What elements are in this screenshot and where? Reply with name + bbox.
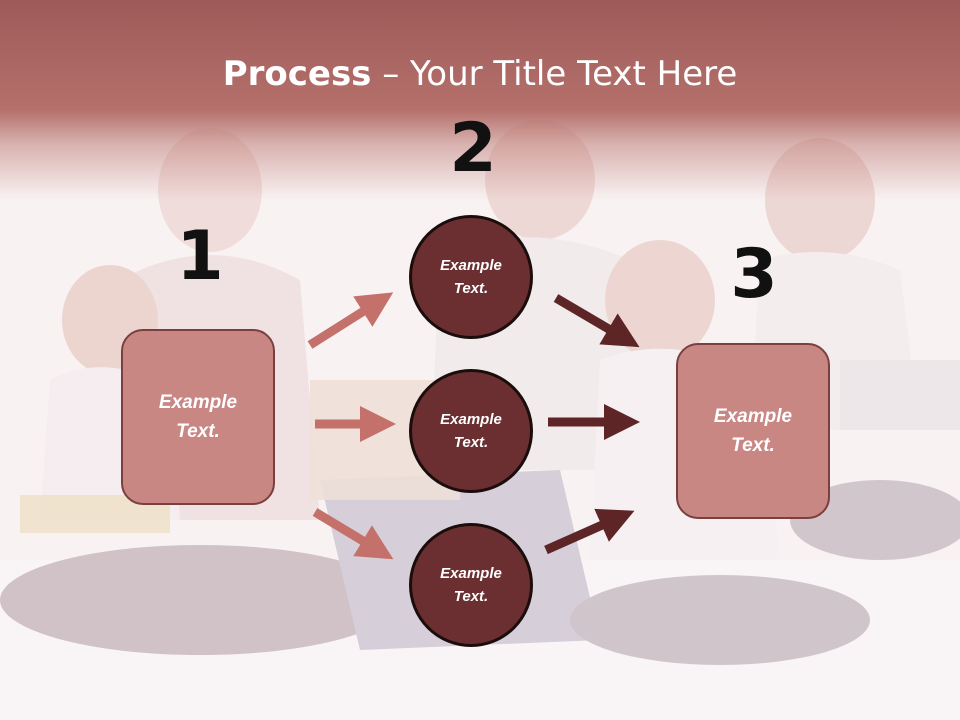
arrow-from-circle-bottom: [544, 508, 635, 555]
box-step-3-line2: Text.: [731, 435, 775, 456]
arrow-to-circle-bottom: [312, 508, 394, 560]
title-rest: – Your Title Text Here: [371, 54, 738, 94]
arrow-to-circle-top: [307, 292, 394, 349]
step-number-3: 3: [730, 235, 778, 314]
box-step-1[interactable]: Example Text.: [121, 329, 275, 505]
box-step-1-line1: Example: [158, 392, 238, 413]
header-band: [0, 0, 960, 200]
step-number-2: 2: [449, 109, 497, 188]
slide-title: Process – Your Title Text Here: [0, 52, 960, 96]
circle-middle[interactable]: Example Text.: [409, 369, 533, 493]
title-bold: Process: [222, 54, 372, 94]
circle-top[interactable]: Example Text.: [409, 215, 533, 339]
box-step-3[interactable]: Example Text.: [676, 343, 830, 519]
box-step-1-line2: Text.: [176, 421, 220, 442]
box-step-3-line1: Example: [713, 406, 793, 427]
step-number-1: 1: [176, 217, 224, 296]
arrow-from-circle-top: [553, 294, 640, 348]
circle-middle-line2: Text.: [453, 434, 489, 451]
circle-top-line1: Example: [440, 257, 502, 274]
circle-top-line2: Text.: [453, 280, 489, 297]
circle-bottom-line1: Example: [440, 565, 502, 582]
circle-bottom-line2: Text.: [453, 588, 489, 605]
circle-bottom[interactable]: Example Text.: [409, 523, 533, 647]
circle-middle-line1: Example: [440, 411, 502, 428]
